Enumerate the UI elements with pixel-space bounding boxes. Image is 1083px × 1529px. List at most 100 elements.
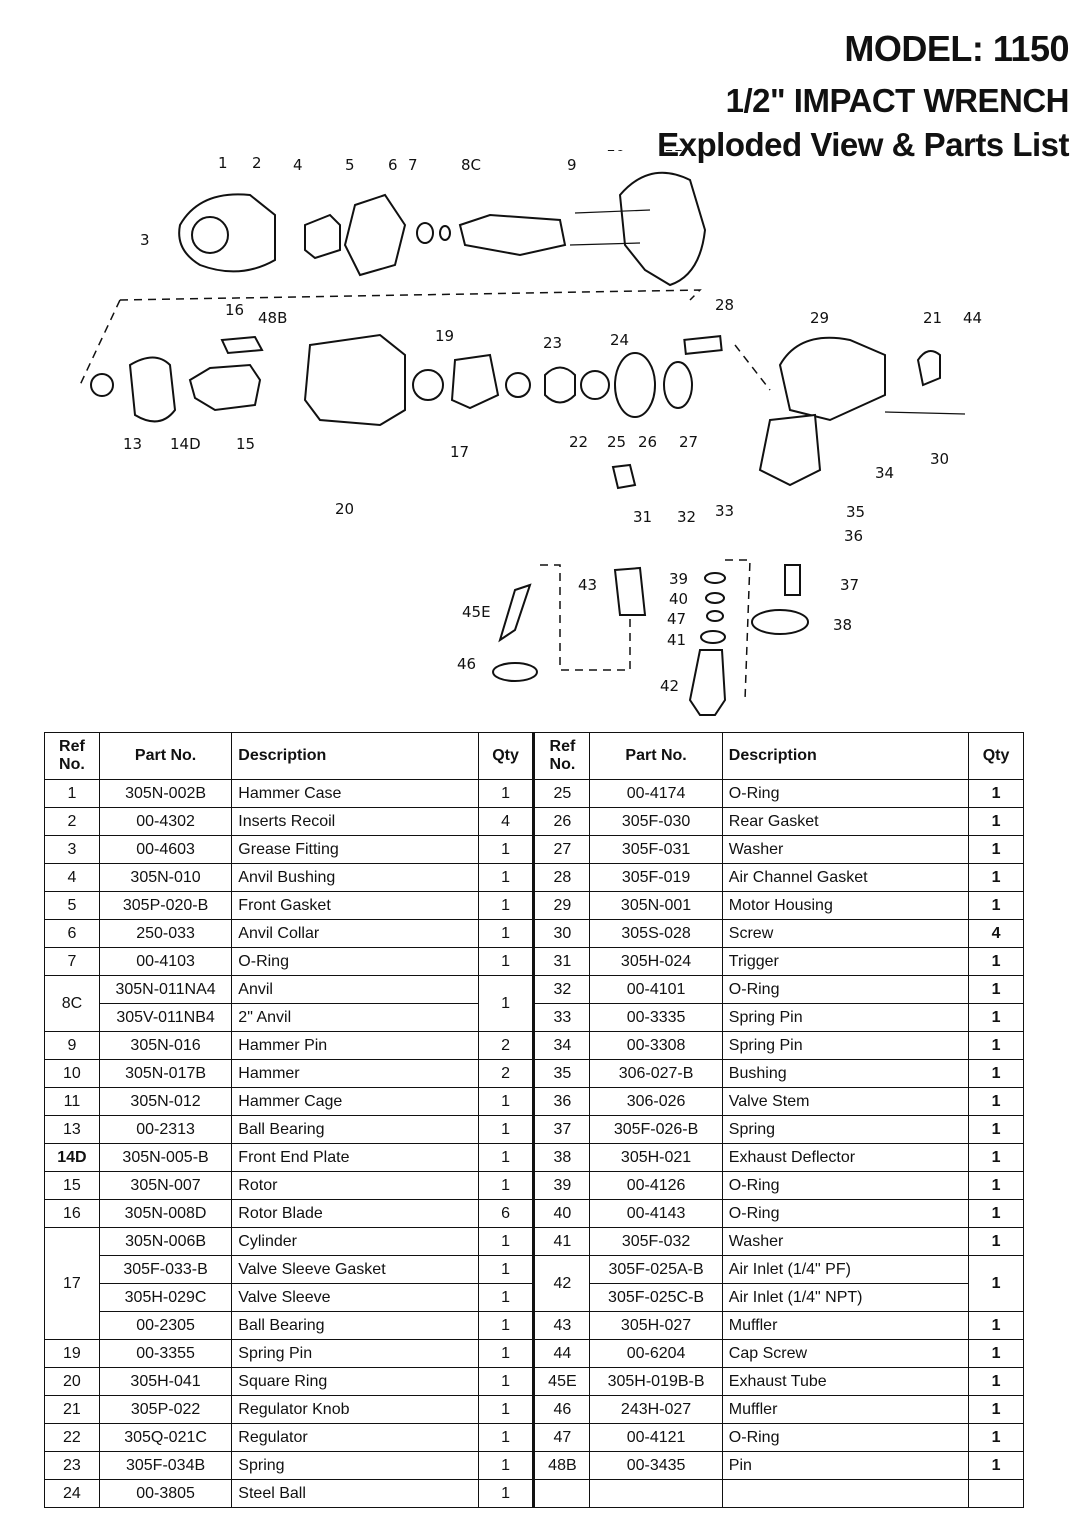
part-number-cell: 306-027-B — [589, 1059, 723, 1088]
description-cell: Exhaust Tube — [721, 1367, 970, 1396]
svg-text:35: 35 — [846, 503, 865, 521]
svg-text:24: 24 — [610, 331, 629, 349]
qty-cell: 1 — [477, 1451, 535, 1480]
description-cell: Cylinder — [231, 1227, 479, 1256]
description-cell: O-Ring — [721, 1171, 970, 1200]
description-cell: Valve Sleeve Gasket — [231, 1255, 479, 1284]
ref-cell: 48B — [532, 1451, 591, 1480]
svg-text:15: 15 — [236, 435, 255, 453]
assembly-line — [734, 344, 771, 391]
description-cell: Hammer Cage — [231, 1087, 479, 1116]
part-number-cell: 305F-019 — [589, 863, 723, 892]
qty-cell: 1 — [968, 1199, 1024, 1228]
qty-cell: 1 — [968, 1031, 1024, 1060]
ref-cell: 41 — [532, 1227, 591, 1256]
valve-sleeve-gasket-drawing — [412, 369, 444, 401]
svg-text:1: 1 — [218, 154, 228, 172]
svg-text:16: 16 — [225, 301, 244, 319]
ref-cell: 35 — [532, 1059, 591, 1088]
description-cell: O-Ring — [231, 947, 479, 976]
description-cell: O-Ring — [721, 975, 970, 1004]
part-number-cell: 305Q-021C — [98, 1423, 233, 1452]
col-part: Part No. — [98, 732, 233, 780]
col-qty: Qty — [477, 732, 535, 780]
part-number-cell: 305V-011NB4 — [98, 1003, 233, 1032]
o-ring-47-drawing — [706, 610, 724, 622]
part-number-cell: 305N-008D — [98, 1199, 233, 1228]
svg-text:21: 21 — [923, 309, 942, 327]
motor-housing-drawing — [778, 336, 886, 422]
description-cell: Ball Bearing — [231, 1115, 479, 1144]
ref-cell: 2 — [44, 807, 100, 836]
svg-text:2: 2 — [252, 154, 262, 172]
part-number-cell: 305H-021 — [589, 1143, 723, 1172]
model-title: MODEL: 1150 — [844, 28, 1069, 69]
qty-cell: 1 — [477, 779, 535, 808]
qty-cell: 1 — [477, 1115, 535, 1144]
part-number-cell: 00-4121 — [589, 1423, 723, 1452]
svg-text:45E: 45E — [462, 603, 491, 621]
front-gasket-drawing — [343, 193, 407, 277]
part-number-cell: 00-4143 — [589, 1199, 723, 1228]
ref-cell: 21 — [44, 1395, 100, 1424]
front-end-plate-drawing — [128, 356, 177, 423]
description-cell: Bushing — [721, 1059, 970, 1088]
cylinder-drawing — [303, 333, 406, 427]
ref-cell: 14D — [44, 1143, 100, 1172]
ref-cell: 22 — [44, 1423, 100, 1452]
qty-cell: 1 — [968, 1255, 1024, 1312]
ref-cell: 5 — [44, 891, 100, 920]
part-number-cell: 305P-022 — [98, 1395, 233, 1424]
ref-cell: 38 — [532, 1143, 591, 1172]
description-cell: Valve Stem — [721, 1087, 970, 1116]
col-ref: Ref No. — [44, 732, 100, 780]
qty-cell: 1 — [477, 1171, 535, 1200]
qty-cell: 2 — [477, 1059, 535, 1088]
qty-cell: 1 — [968, 1339, 1024, 1368]
anvil-collar-drawing — [416, 222, 434, 244]
ref-cell: 46 — [532, 1395, 591, 1424]
ref-cell: 20 — [44, 1367, 100, 1396]
svg-text:42: 42 — [660, 677, 679, 695]
part-number-cell: 00-2313 — [98, 1115, 233, 1144]
description-cell: Front Gasket — [231, 891, 479, 920]
part-number-cell: 00-4126 — [589, 1171, 723, 1200]
ref-cell: 15 — [44, 1171, 100, 1200]
qty-cell: 1 — [968, 1087, 1024, 1116]
part-number-cell: 305H-041 — [98, 1367, 233, 1396]
part-number-cell: 305F-033-B — [98, 1255, 233, 1284]
ref-cell: 24 — [44, 1479, 100, 1508]
ref-cell: 4 — [44, 863, 100, 892]
qty-cell: 1 — [968, 835, 1024, 864]
qty-cell: 1 — [968, 1227, 1024, 1256]
svg-text:23: 23 — [543, 334, 562, 352]
anvil-drawing — [458, 213, 567, 257]
ref-cell: 23 — [44, 1451, 100, 1480]
qty-cell: 1 — [477, 1283, 535, 1312]
ref-cell: 1 — [44, 779, 100, 808]
part-number-cell: 305N-012 — [98, 1087, 233, 1116]
svg-text:3: 3 — [140, 231, 150, 249]
description-cell: Spring Pin — [721, 1031, 970, 1060]
svg-text:28: 28 — [715, 296, 734, 314]
qty-cell: 1 — [477, 1143, 535, 1172]
part-number-cell: 243H-027 — [589, 1395, 723, 1424]
description-cell: Spring — [231, 1451, 479, 1480]
ref-cell: 31 — [532, 947, 591, 976]
air-inlet-drawing — [688, 649, 727, 716]
part-number-cell: 00-2305 — [98, 1311, 233, 1340]
handle-drawing — [758, 413, 822, 487]
ref-cell: 47 — [532, 1423, 591, 1452]
ref-cell: 3 — [44, 835, 100, 864]
screw-drawing — [884, 411, 966, 415]
ref-cell: 9 — [44, 1031, 100, 1060]
part-number-cell: 305F-032 — [589, 1227, 723, 1256]
svg-text:38: 38 — [833, 616, 852, 634]
regulator-drawing — [544, 366, 576, 404]
washer-41-drawing — [700, 630, 726, 644]
